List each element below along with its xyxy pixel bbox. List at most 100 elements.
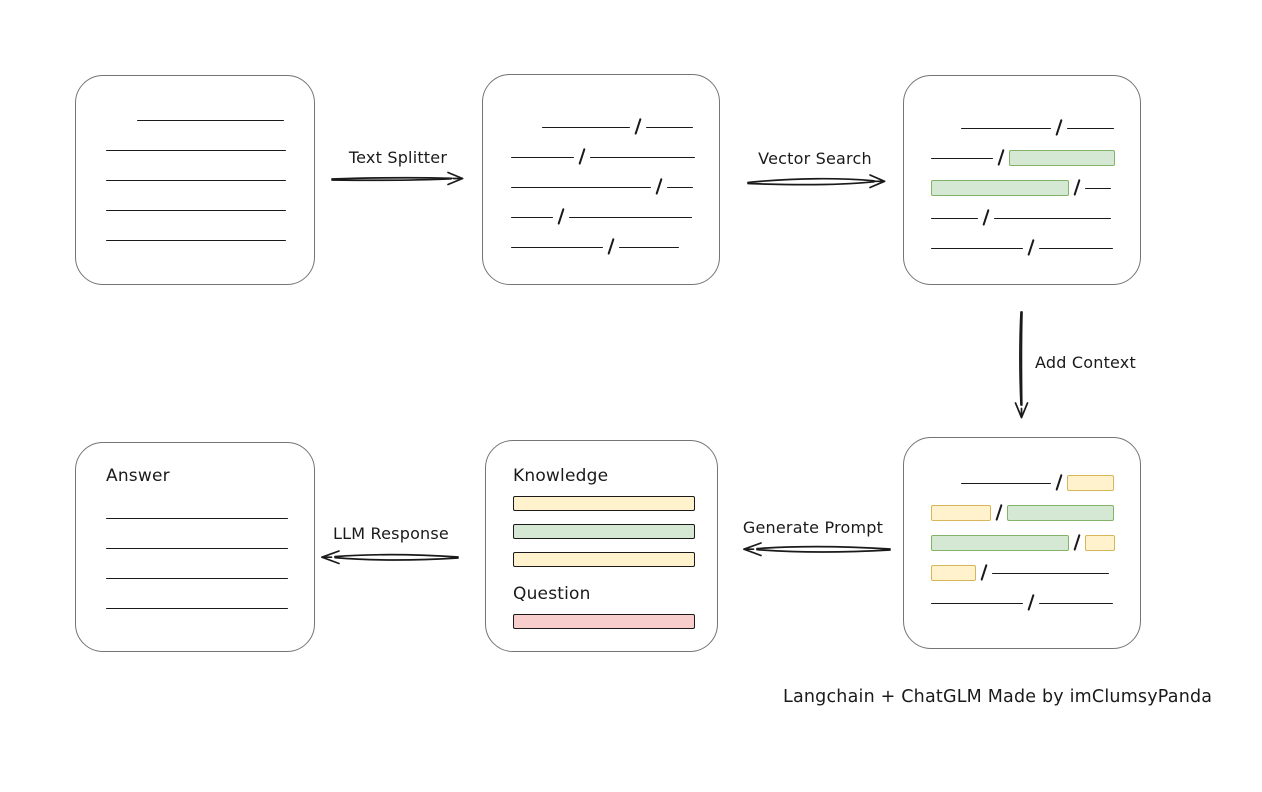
highlighted-chunk-green (1007, 505, 1115, 521)
slash-separator (982, 209, 990, 226)
text-line (992, 573, 1110, 574)
text-row (931, 108, 1115, 138)
text-row (106, 130, 286, 160)
text-line (931, 158, 993, 159)
text-row (511, 137, 696, 167)
text-splitter-arrow-icon (330, 168, 466, 188)
source-document-box (75, 75, 315, 285)
text-line (106, 150, 286, 151)
slash-separator (578, 148, 586, 165)
text-line (619, 247, 680, 248)
context-chunks-lines (931, 463, 1116, 613)
text-line (106, 180, 286, 181)
text-row (106, 558, 288, 588)
text-row (106, 100, 286, 130)
question-label: Question (513, 584, 591, 604)
prompt-box: Knowledge Question (485, 440, 718, 652)
vector-matched-box (903, 75, 1141, 285)
highlighted-chunk-yellow (1085, 535, 1116, 551)
highlighted-chunk-yellow (931, 565, 976, 581)
text-line (646, 127, 694, 128)
slash-separator (1055, 119, 1063, 136)
text-row (511, 227, 693, 257)
highlighted-chunk-yellow (931, 505, 991, 521)
text-row (511, 197, 693, 227)
indent-gap (511, 136, 542, 137)
text-line (106, 548, 288, 549)
text-line (994, 218, 1112, 219)
text-line (542, 127, 630, 128)
slash-separator (997, 149, 1005, 166)
text-row (106, 160, 286, 190)
slash-separator (655, 178, 663, 195)
slash-separator (607, 238, 615, 255)
text-line (511, 187, 651, 188)
slash-separator (995, 504, 1003, 521)
slash-separator (1073, 179, 1081, 196)
text-row (931, 198, 1115, 228)
text-row (931, 553, 1115, 583)
answer-lines (106, 498, 288, 618)
bar-green (513, 524, 695, 539)
text-row (511, 167, 694, 197)
text-line (1085, 188, 1112, 189)
text-row (106, 588, 288, 618)
text-line (667, 187, 694, 188)
text-row (106, 190, 286, 220)
slash-separator (1027, 239, 1035, 256)
text-line (961, 128, 1051, 129)
bar-red (513, 614, 695, 629)
generate-prompt-arrow-icon (740, 540, 892, 558)
slash-separator (1073, 534, 1081, 551)
text-row (931, 463, 1115, 493)
text-row (931, 493, 1115, 523)
text-line (1039, 248, 1114, 249)
highlighted-chunk-green (931, 180, 1069, 196)
text-line (1067, 128, 1115, 129)
text-line (1039, 603, 1114, 604)
knowledge-label: Knowledge (513, 466, 609, 486)
text-splitter-label: Text Splitter (348, 148, 448, 167)
bar-yellow (513, 552, 695, 567)
text-row (106, 220, 286, 250)
text-line (106, 608, 288, 609)
text-row (931, 583, 1115, 613)
vector-search-arrow-icon (746, 172, 888, 190)
text-row (931, 228, 1115, 258)
text-line (106, 240, 286, 241)
text-line (511, 157, 574, 158)
slash-separator (980, 564, 988, 581)
diagram-caption: Langchain + ChatGLM Made by imClumsyPand… (783, 687, 1213, 707)
text-line (931, 218, 978, 219)
split-text-box (482, 74, 720, 285)
document-lines (106, 100, 286, 250)
slash-separator (1055, 474, 1063, 491)
highlighted-chunk-green (931, 535, 1069, 551)
context-chunks-box (903, 437, 1141, 649)
text-line (590, 157, 696, 158)
question-bars (513, 614, 695, 629)
llm-response-label: LLM Response (333, 524, 449, 543)
text-line (931, 603, 1023, 604)
knowledge-bars (513, 496, 695, 567)
text-line (961, 483, 1051, 484)
indent-gap (931, 137, 961, 138)
slash-separator (557, 208, 565, 225)
text-line (931, 248, 1023, 249)
text-row (931, 138, 1116, 168)
text-row (931, 168, 1115, 198)
split-text-lines (511, 107, 696, 257)
text-line (137, 120, 284, 121)
text-row (931, 523, 1116, 553)
text-row (511, 107, 694, 137)
add-context-arrow-icon (1011, 310, 1031, 420)
text-row (106, 528, 288, 558)
generate-prompt-label: Generate Prompt (742, 518, 884, 537)
indent-gap (931, 492, 961, 493)
llm-response-arrow-icon (318, 548, 460, 566)
text-line (511, 247, 603, 248)
bar-yellow (513, 496, 695, 511)
text-line (106, 210, 286, 211)
text-row (106, 498, 288, 528)
